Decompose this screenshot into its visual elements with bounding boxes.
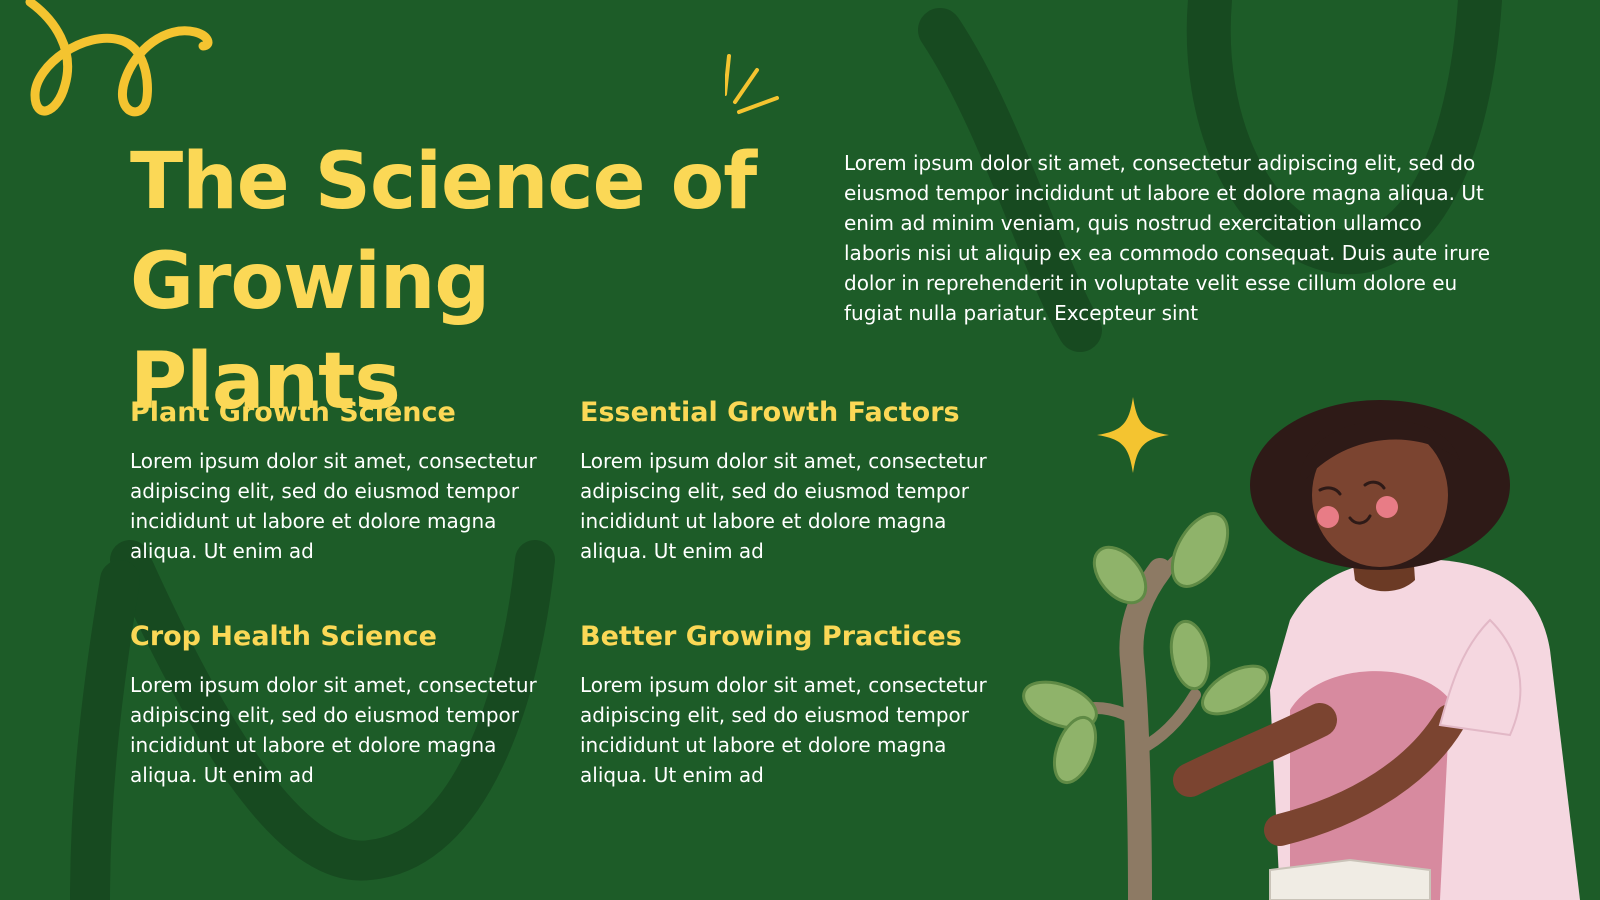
card-heading: Essential Growth Factors bbox=[580, 397, 960, 428]
card-body: Lorem ipsum dolor sit amet, consectetur … bbox=[580, 449, 987, 563]
slide-title: The Science of Growing Plants bbox=[130, 137, 757, 427]
card-heading: Crop Health Science bbox=[130, 621, 437, 652]
card-heading: Better Growing Practices bbox=[580, 621, 962, 652]
intro-paragraph: Lorem ipsum dolor sit amet, consectetur … bbox=[844, 151, 1491, 325]
girl-planting-sapling-illustration bbox=[1022, 400, 1580, 900]
card-crop-health-science: Crop Health Science Lorem ipsum dolor si… bbox=[130, 620, 550, 790]
card-plant-growth-science: Plant Growth Science Lorem ipsum dolor s… bbox=[130, 396, 550, 566]
card-body: Lorem ipsum dolor sit amet, consectetur … bbox=[130, 449, 537, 563]
squiggle-decoration-icon bbox=[25, 0, 213, 117]
card-heading: Plant Growth Science bbox=[130, 397, 456, 428]
card-body: Lorem ipsum dolor sit amet, consectetur … bbox=[580, 673, 987, 787]
rays-decoration-icon bbox=[725, 54, 779, 114]
sparkle-star-icon bbox=[1097, 397, 1169, 473]
card-better-growing-practices: Better Growing Practices Lorem ipsum dol… bbox=[580, 620, 1000, 790]
card-body: Lorem ipsum dolor sit amet, consectetur … bbox=[130, 673, 537, 787]
card-essential-growth-factors: Essential Growth Factors Lorem ipsum dol… bbox=[580, 396, 1000, 566]
